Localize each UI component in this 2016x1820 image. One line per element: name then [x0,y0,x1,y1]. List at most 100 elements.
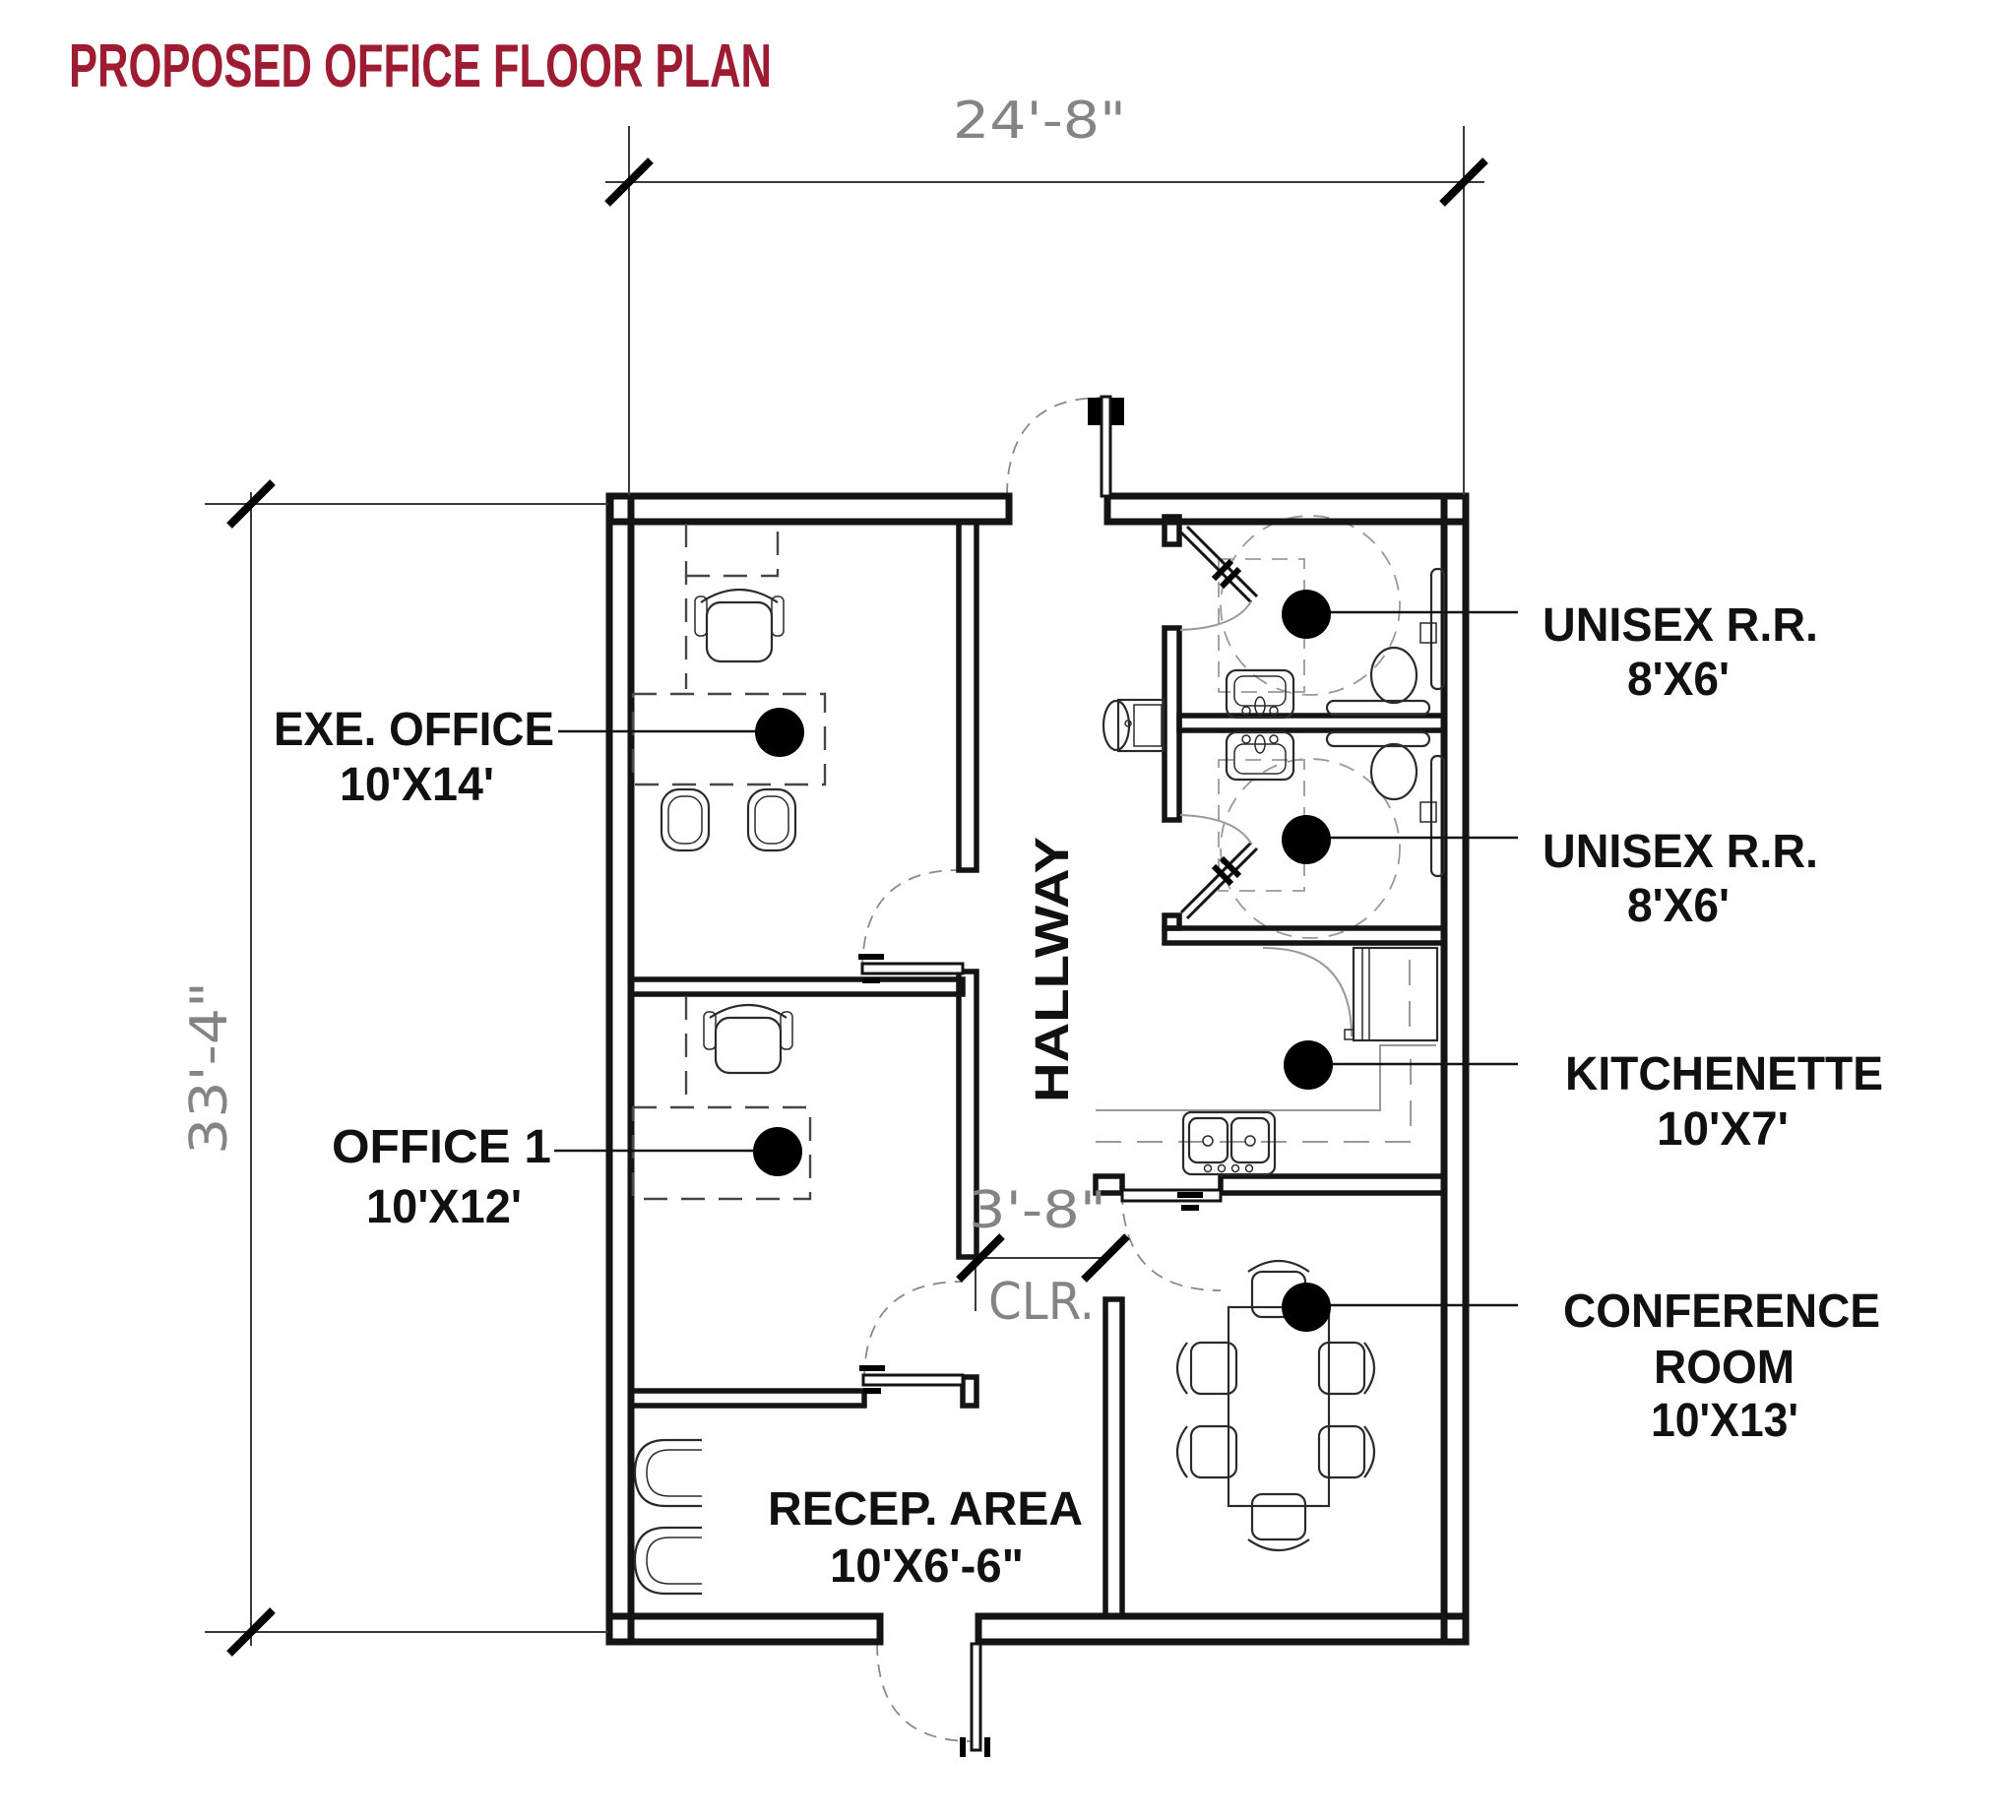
rr1-door-hardware-icon [1219,566,1242,590]
bottom-entry-door-icon [970,1642,982,1752]
label-unisex-rr-1-size: 8'X6' [1627,654,1730,706]
label-office1: OFFICE 1 [332,1121,551,1173]
dimension-tick-icon [1439,157,1488,207]
callout-dot-unisex-rr-1 [1282,590,1331,639]
rr2-sink-icon [1233,743,1287,775]
callout-dot-kitchenette [1284,1040,1333,1090]
exe-guest-chair-icon [746,787,797,852]
top-entry-door-swing-icon [1006,397,1103,497]
label-unisex-rr-2-size: 8'X6' [1627,880,1730,932]
restroom-turning-circles [1218,515,1401,939]
conference-chair-icon [1317,1341,1366,1396]
recep-furniture [633,1438,702,1596]
exe-office-door-swing-icon [861,869,960,972]
dimension-clearance: 3'-8" CLR. [956,1181,1130,1332]
callout-dot-conference [1282,1283,1331,1332]
wall-office1-recep-divider [628,1388,867,1409]
kitchen-range-knob-icon [1217,1163,1227,1173]
exe-guest-chair-icon [660,787,711,852]
rr1-turning-circle-icon [1220,515,1401,696]
label-kitchenette-size: 10'X7' [1657,1103,1789,1156]
hallway-water-cooler-icon [1116,698,1166,753]
label-conference-2: ROOM [1654,1342,1795,1394]
restroom-fixtures [1102,567,1446,878]
rr1-door-swing-icon [1179,600,1252,631]
top-entry-door-icon [1100,395,1112,498]
wall-rr-west-stub-top [1162,514,1182,547]
wall-top-left [606,492,1013,526]
wall-conference-west [1102,1296,1125,1619]
conference-table-icon [1227,1305,1331,1508]
rr2-wall-grab-bar-icon [1429,754,1446,878]
label-unisex-rr-2: UNISEX R.R. [1543,826,1818,878]
rr2-door-icon [1179,841,1253,914]
rr2-door-icon [1185,847,1259,920]
kitchen-range-knob-icon [1230,1163,1240,1173]
kitchen-range-icon [1229,1116,1271,1164]
callout-dot-office1 [753,1127,802,1176]
dimension-left: 33'-4" [180,479,608,1657]
rr1-faucet-icon [1269,706,1279,716]
dimension-clearance-note: CLR. [988,1273,1095,1332]
wall-bottom-right [975,1612,1470,1646]
conference-furniture [1175,1260,1376,1551]
room-labels: EXE. OFFICE 10'X14' OFFICE 1 10'X12' UNI… [274,599,1883,1593]
conference-chair-icon [1247,1538,1310,1551]
dimension-width-text: 24'-8" [953,92,1126,151]
wall-kitchen-south [1218,1173,1447,1196]
hallway-water-cooler-icon [1102,699,1131,752]
wall-top-right [1103,492,1470,526]
hallway-water-cooler-icon [1133,704,1163,747]
kitchen-counter-icon [1096,1044,1436,1111]
rr2-toilet-icon [1369,742,1418,801]
dimension-tick-icon [1081,1233,1130,1283]
dimension-tick-icon [226,1607,276,1657]
office1-furniture [631,996,812,1201]
wall-rr-mid [1176,713,1447,733]
label-recep-area: RECEP. AREA [768,1483,1083,1536]
exe-desk-chair-icon [694,596,708,637]
waiting-chair-icon [646,1449,702,1497]
label-exe-office: EXE. OFFICE [274,704,554,756]
rr1-faucet-icon [1241,706,1251,716]
rr2-faucet-icon [1241,734,1251,744]
rr1-door-icon [1185,525,1259,598]
rr1-grab-bar-icon [1325,699,1431,717]
waiting-chair-icon [633,1526,702,1596]
office1-chair-icon [714,1016,783,1075]
rr2-door-hardware-icon [1211,863,1234,887]
label-recep-area-size: 10'X6'-6" [830,1540,1024,1593]
label-conference-size: 10'X13' [1651,1395,1798,1447]
conference-chair-icon [1175,1425,1188,1478]
exe-desk-chair-icon [700,588,779,603]
dimension-tick-icon [226,479,276,529]
rr1-door-hardware-icon [1211,558,1234,582]
exe-office-furniture [631,524,827,852]
rr2-faucet-icon [1254,734,1266,754]
wall-exe-office1-divider [628,976,966,997]
top-entry-door-hardware-icon [1088,398,1101,425]
waiting-chair-icon [633,1438,702,1508]
dimension-clearance-text: 3'-8" [969,1181,1106,1240]
label-kitchenette: KITCHENETTE [1565,1048,1883,1100]
conference-chair-icon [1363,1342,1376,1395]
label-hallway: HALLWAY [1027,837,1079,1102]
exterior-walls [605,492,1470,1646]
conference-chair-icon [1247,1260,1310,1273]
rr2-faucet-icon [1269,734,1279,744]
rr1-faucet-icon [1254,696,1266,716]
dimension-height-text: 33'-4" [180,981,239,1155]
callout-dot-exe-office [755,708,804,757]
wall-left [605,492,635,1646]
kitchen-range-icon [1187,1116,1229,1164]
callouts [554,590,1518,1332]
rr1-door-icon [1179,531,1253,604]
conference-chair-icon [1250,1492,1307,1541]
wall-right [1440,492,1470,1646]
exe-office-door-icon [860,962,965,975]
top-entry-door-hardware-icon [1111,398,1124,425]
rr1-tp-holder-icon [1419,622,1437,644]
kitchen-range-icon [1244,1135,1256,1147]
